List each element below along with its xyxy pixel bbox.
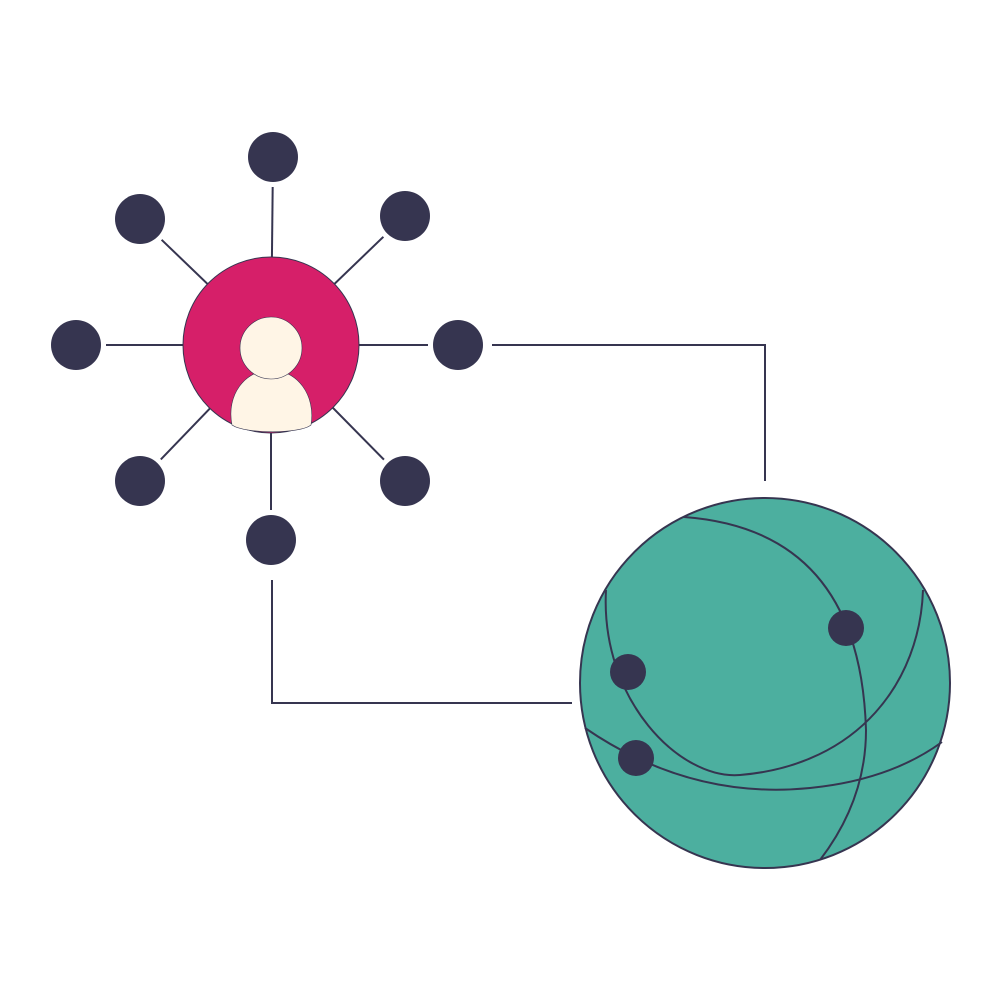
connector-node-to-globe <box>271 580 572 704</box>
satellite-node <box>248 132 298 182</box>
globe-marker <box>610 654 646 690</box>
user-avatar-icon <box>230 316 313 433</box>
globe-marker <box>618 740 654 776</box>
globe-icon <box>579 497 951 869</box>
satellite-node <box>246 515 296 565</box>
satellite-node <box>380 456 430 506</box>
satellite-node <box>115 194 165 244</box>
satellite-node <box>51 320 101 370</box>
person-head <box>239 316 303 380</box>
satellite-node <box>433 320 483 370</box>
satellite-nodes <box>51 132 483 565</box>
satellite-node <box>380 191 430 241</box>
globe-arc <box>683 516 868 861</box>
connector-hub-to-globe <box>492 344 766 481</box>
globe-marker <box>828 610 864 646</box>
globe-sphere <box>579 497 951 869</box>
person-body <box>230 369 313 433</box>
satellite-node <box>115 456 165 506</box>
